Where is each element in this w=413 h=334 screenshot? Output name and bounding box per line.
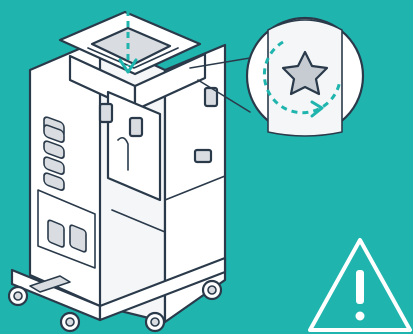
warning-triangle-icon: [310, 240, 410, 330]
machine-cart: [9, 10, 250, 331]
side-vents: [44, 116, 64, 191]
callout-magnifier: [247, 18, 363, 136]
